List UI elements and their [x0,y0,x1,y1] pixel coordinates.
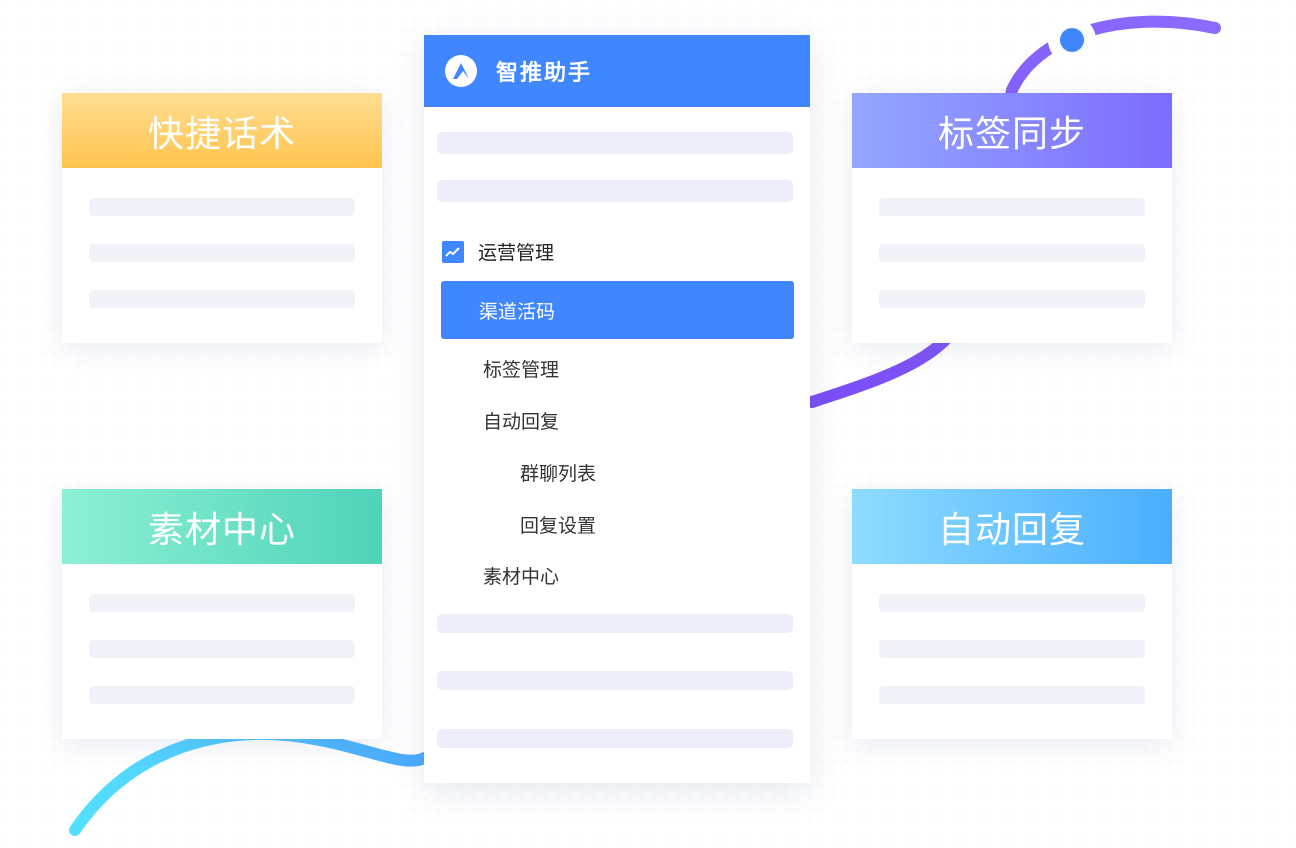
placeholder-bar [89,244,355,262]
menu-section-operations[interactable]: 运营管理 [442,238,554,265]
card-title: 自动回复 [852,489,1172,564]
placeholder-bar [89,640,355,658]
card-auto-reply: 自动回复 [852,489,1172,739]
placeholder-bar [879,594,1145,612]
placeholder-bar [879,244,1145,262]
placeholder-bar [879,198,1145,216]
placeholder-bar [89,686,355,704]
card-tag-sync: 标签同步 [852,93,1172,343]
menu-item-reply-settings[interactable]: 回复设置 [520,515,597,537]
app-panel: 智推助手 运营管理 渠道活码 标签管理 自动回复 群聊列表 回复设置 素材中心 [424,35,810,783]
purple-curve [806,15,1221,408]
placeholder-bar [437,614,793,633]
menu-item-tag-management[interactable]: 标签管理 [483,359,560,381]
card-title: 素材中心 [62,489,382,564]
menu-item-materials[interactable]: 素材中心 [483,566,560,588]
placeholder-bar [879,640,1145,658]
placeholder-bar [89,290,355,308]
card-materials: 素材中心 [62,489,382,739]
placeholder-bar [437,671,793,690]
placeholder-bar [89,198,355,216]
placeholder-bar [437,729,793,748]
menu-item-channel-qr[interactable]: 渠道活码 [441,281,794,339]
menu-section-label: 运营管理 [478,242,555,264]
app-header: 智推助手 [424,35,810,107]
placeholder-bar [437,180,793,202]
placeholder-bar [879,686,1145,704]
app-title: 智推助手 [496,61,593,86]
menu-item-auto-reply[interactable]: 自动回复 [483,411,560,433]
menu-item-group-chat-list[interactable]: 群聊列表 [520,463,597,485]
placeholder-bar [89,594,355,612]
trend-chart-icon [442,240,464,263]
placeholder-bar [879,290,1145,308]
placeholder-bar [437,132,793,154]
triangle-logo-icon [445,55,477,87]
card-title: 标签同步 [852,93,1172,168]
card-quick-replies: 快捷话术 [62,93,382,343]
cyan-curve [69,728,436,836]
card-title: 快捷话术 [62,93,382,168]
node-dot [1060,28,1084,52]
